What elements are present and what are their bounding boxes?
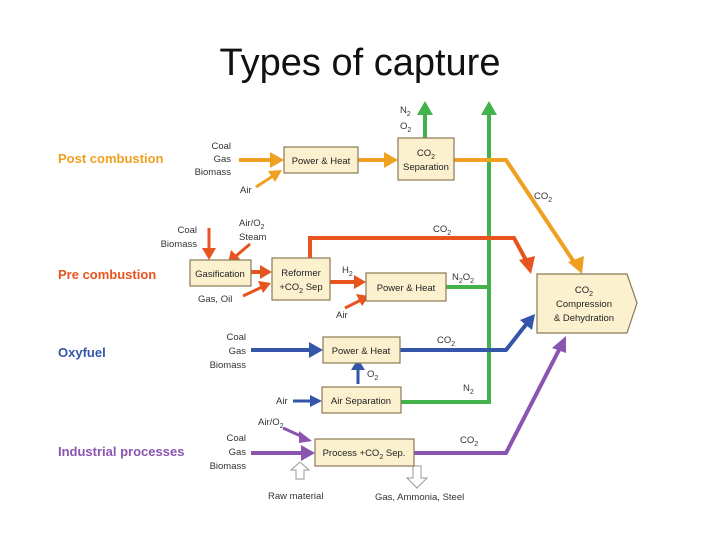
pre-combustion-flows <box>202 228 535 310</box>
svg-text:Gasification: Gasification <box>195 269 245 280</box>
svg-text:Power & Heat: Power & Heat <box>377 283 436 294</box>
svg-text:Air/O2: Air/O2 <box>239 218 265 231</box>
svg-text:Coal: Coal <box>177 225 197 236</box>
svg-text:CO2: CO2 <box>575 285 593 298</box>
svg-text:Gas, Oil: Gas, Oil <box>198 294 232 305</box>
svg-text:Reformer: Reformer <box>281 268 321 279</box>
svg-text:Gas: Gas <box>214 154 232 165</box>
oxyfuel-label: Oxyfuel <box>58 345 106 360</box>
svg-text:Coal: Coal <box>226 433 246 444</box>
svg-text:Biomass: Biomass <box>210 360 247 371</box>
svg-text:Air Separation: Air Separation <box>331 396 391 407</box>
post-combustion-flows <box>239 152 584 274</box>
svg-text:Air/O2: Air/O2 <box>258 417 284 430</box>
svg-text:CO2: CO2 <box>417 148 435 161</box>
post-combustion-label: Post combustion <box>58 151 164 166</box>
svg-text:N2: N2 <box>463 383 474 396</box>
svg-text:O2: O2 <box>400 121 411 134</box>
svg-text:Power & Heat: Power & Heat <box>292 156 351 167</box>
svg-text:CO2: CO2 <box>437 335 455 348</box>
svg-text:Air: Air <box>276 396 288 407</box>
svg-text:O2: O2 <box>367 369 378 382</box>
svg-text:Gas, Ammonia, Steel: Gas, Ammonia, Steel <box>375 492 464 503</box>
oxyfuel-flows <box>251 314 535 407</box>
power-heat-box-3 <box>322 336 401 364</box>
slide-title: Types of capture <box>219 42 501 84</box>
pre-combustion-label: Pre combustion <box>58 267 156 282</box>
gasification-box <box>189 259 252 287</box>
co2-separation-box <box>397 137 455 181</box>
air-separation-box <box>321 386 402 414</box>
svg-text:CO2: CO2 <box>433 224 451 237</box>
svg-text:Steam: Steam <box>239 232 267 243</box>
svg-text:Biomass: Biomass <box>210 461 247 472</box>
svg-text:Air: Air <box>240 185 252 196</box>
power-heat-box-2 <box>365 272 447 302</box>
svg-text:Air: Air <box>336 310 348 321</box>
svg-text:Coal: Coal <box>226 332 246 343</box>
svg-text:CO2: CO2 <box>460 435 478 448</box>
process-co2-sep-box <box>314 438 415 467</box>
svg-text:+CO2 Sep: +CO2 Sep <box>279 282 322 295</box>
flow-labels: Coal Gas Biomass Air N2 O2 CO2 Coal Biom… <box>161 105 553 503</box>
svg-text:Separation: Separation <box>403 162 449 173</box>
svg-text:Gas: Gas <box>229 447 247 458</box>
svg-text:N2: N2 <box>400 105 411 118</box>
svg-text:H2: H2 <box>342 265 353 278</box>
svg-text:Power & Heat: Power & Heat <box>332 346 391 357</box>
svg-text:CO2: CO2 <box>534 191 552 204</box>
industrial-processes-label: Industrial processes <box>58 444 184 459</box>
svg-text:Compression: Compression <box>556 299 612 310</box>
category-labels: Post combustion Pre combustion Oxyfuel I… <box>58 151 184 459</box>
power-heat-box-1 <box>283 146 359 174</box>
industrial-flows <box>251 336 566 489</box>
svg-text:Process +CO2 Sep.: Process +CO2 Sep. <box>323 448 406 461</box>
svg-text:Raw material: Raw material <box>268 491 323 502</box>
svg-text:Gas: Gas <box>229 346 247 357</box>
svg-text:N2O2: N2O2 <box>452 272 474 285</box>
svg-text:Biomass: Biomass <box>195 167 232 178</box>
compression-box <box>536 273 638 334</box>
reformer-box <box>271 257 331 301</box>
svg-text:Coal: Coal <box>211 141 231 152</box>
process-boxes: Power & Heat CO2 Separation Gasification… <box>189 137 638 467</box>
svg-text:Biomass: Biomass <box>161 239 198 250</box>
svg-text:& Dehydration: & Dehydration <box>554 313 614 324</box>
